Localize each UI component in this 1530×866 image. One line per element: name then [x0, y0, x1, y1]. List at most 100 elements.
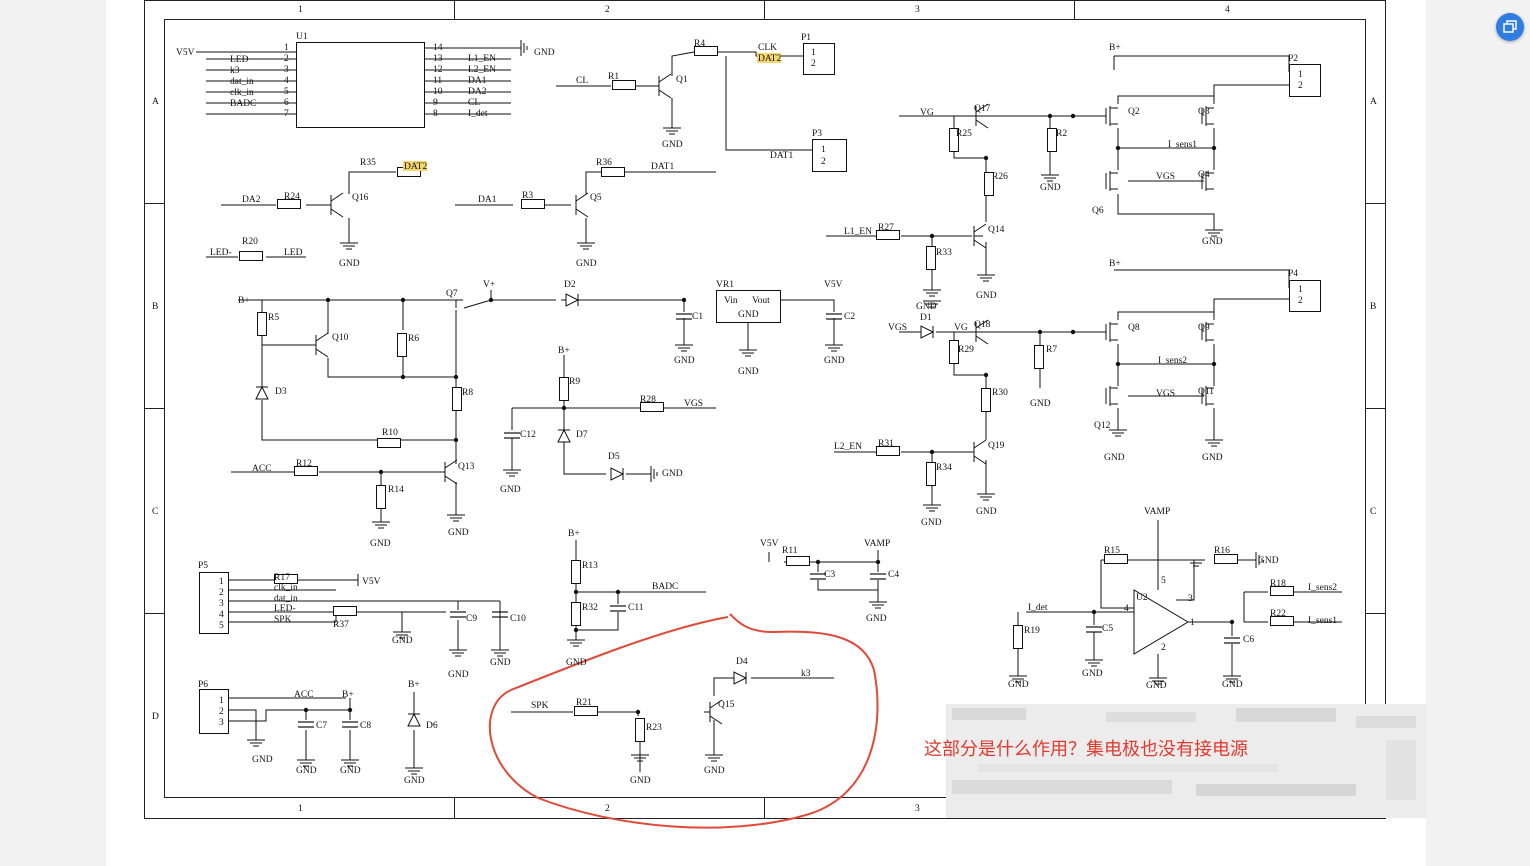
transistor [975, 319, 989, 329]
label-q6: Q6 [1092, 206, 1104, 216]
label-gnd: GND [404, 776, 425, 786]
label-q16: Q16 [352, 193, 369, 203]
ic-u1 [296, 42, 425, 128]
label-n6: 6 [284, 98, 289, 108]
ground-symbol [520, 39, 528, 57]
label-n10: 10 [433, 87, 443, 97]
transistor [658, 89, 672, 99]
junction [453, 437, 459, 443]
label-v5v: V5V [824, 280, 843, 290]
label-c12: C12 [520, 430, 536, 440]
transistor [975, 119, 989, 129]
label-n3: 3 [219, 718, 224, 728]
label-bplus: B+ [1109, 43, 1121, 53]
wire [725, 56, 812, 151]
label-gnd: GND [1146, 681, 1167, 691]
ground-symbol [502, 469, 522, 477]
label-n1: 1 [811, 48, 816, 58]
label-n3: 3 [1188, 594, 1193, 604]
label-badc: BADC [230, 99, 256, 109]
wire [575, 582, 618, 593]
label-gnd: GND [866, 614, 887, 624]
label-gnd: GND [1104, 453, 1125, 463]
wire [781, 299, 835, 312]
resistor [1104, 554, 1128, 564]
label-r31: R31 [878, 439, 894, 449]
label-n12: 12 [433, 65, 443, 75]
label-gnd: GND [1202, 237, 1223, 247]
ground-symbol [576, 242, 596, 250]
junction [347, 707, 353, 713]
zone-col-1-bottom: 1 [298, 804, 303, 814]
label-d7: D7 [576, 430, 588, 440]
label-d4: D4 [736, 657, 748, 667]
ground-symbol [448, 649, 468, 657]
ground-symbol [922, 289, 942, 297]
resistor [333, 606, 357, 616]
label-r2: R2 [1056, 129, 1067, 139]
junction [635, 709, 641, 715]
ground-symbol [1186, 559, 1206, 567]
label-p3: P3 [812, 129, 822, 139]
label-c3: C3 [824, 570, 835, 580]
label-n1: 1 [1190, 618, 1195, 628]
wire [1117, 128, 1214, 149]
label-n9: 9 [433, 98, 438, 108]
label-idet: I_det [1028, 603, 1048, 613]
label-n4: 4 [1124, 604, 1129, 614]
label-v5v: V5V [362, 577, 381, 587]
wire [261, 400, 456, 441]
regulator-vr1 [716, 290, 781, 323]
resistor [949, 340, 959, 364]
label-gnd: GND [534, 48, 555, 58]
label-n2: 2 [821, 157, 826, 167]
junction [1091, 609, 1097, 615]
resistor [926, 462, 936, 486]
label-c4: C4 [888, 570, 899, 580]
label-q15: Q15 [718, 700, 735, 710]
transistor [315, 332, 329, 342]
label-n5: 5 [219, 621, 224, 631]
label-d6: D6 [426, 721, 438, 731]
resistor [981, 388, 991, 412]
label-vamp: VAMP [864, 539, 890, 549]
label-gnd: GND [1082, 669, 1103, 679]
label-gnd: GND [824, 356, 845, 366]
label-isens2: I_sens2 [1308, 583, 1337, 593]
label-r12: R12 [296, 459, 312, 469]
zone-row-a-right: A [1370, 97, 1377, 107]
highlight-mark [403, 161, 427, 171]
label-c6: C6 [1243, 635, 1254, 645]
window-restore-button[interactable] [1496, 13, 1524, 41]
label-r3: R3 [522, 191, 533, 201]
junction [681, 297, 687, 303]
label-r24: R24 [284, 192, 300, 202]
label-q19: Q19 [988, 441, 1005, 451]
junction [561, 405, 567, 411]
label-r1: R1 [608, 72, 619, 82]
label-r28: R28 [640, 395, 656, 405]
wire [1213, 298, 1289, 320]
label-n2: 2 [811, 59, 816, 69]
wire [228, 709, 350, 722]
label-dat2: DAT2 [404, 162, 427, 172]
label-gnd: GND [1258, 556, 1279, 566]
label-r9: R9 [569, 377, 580, 387]
label-p1: P1 [801, 33, 811, 43]
label-vgs: VGS [1156, 172, 1175, 182]
label-n2: 2 [219, 588, 224, 598]
label-n1: 1 [219, 696, 224, 706]
resistor [984, 172, 994, 196]
label-r16: R16 [1214, 546, 1230, 556]
wire [1213, 84, 1289, 104]
diode [407, 712, 421, 727]
ground-symbol [704, 754, 724, 762]
transistor [444, 475, 458, 485]
label-r37: R37 [333, 620, 349, 630]
transistor [575, 208, 589, 218]
label-bplus: B+ [1109, 259, 1121, 269]
connector-p5 [199, 572, 229, 634]
label-r32: R32 [582, 603, 598, 613]
label-v5v: V5V [760, 539, 779, 549]
resistor [559, 377, 569, 401]
